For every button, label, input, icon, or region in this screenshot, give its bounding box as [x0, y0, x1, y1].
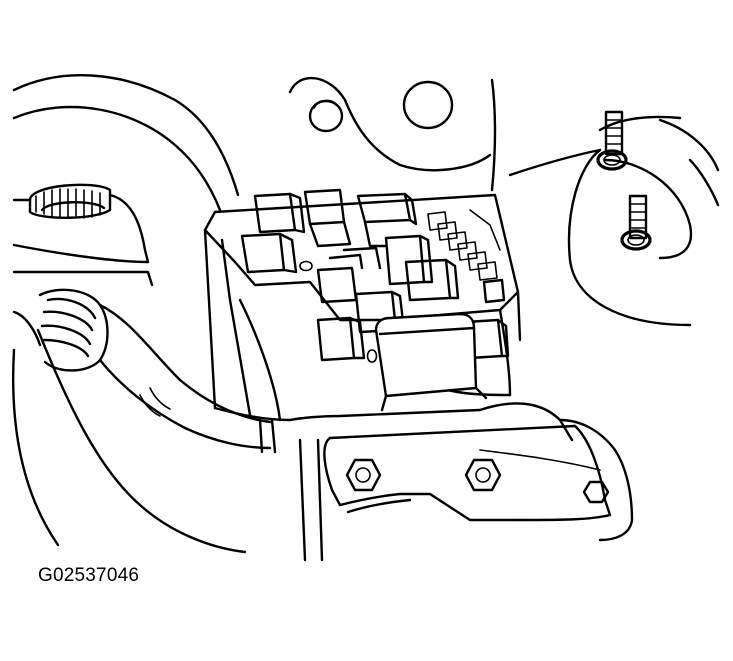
strut-tower-right	[508, 110, 720, 327]
cover-block	[366, 312, 488, 412]
wiring-harness	[12, 288, 277, 454]
fuse-relay-box	[203, 188, 522, 422]
mounting-bracket	[288, 402, 634, 562]
relay-row-middle	[240, 232, 460, 304]
small-fuses	[299, 209, 506, 304]
fender-curves	[11, 74, 247, 554]
strut-mount-upper	[288, 76, 497, 192]
relay-row-top	[253, 188, 418, 248]
figure-id: G02537046	[38, 565, 140, 586]
reservoir-cap	[12, 183, 154, 287]
